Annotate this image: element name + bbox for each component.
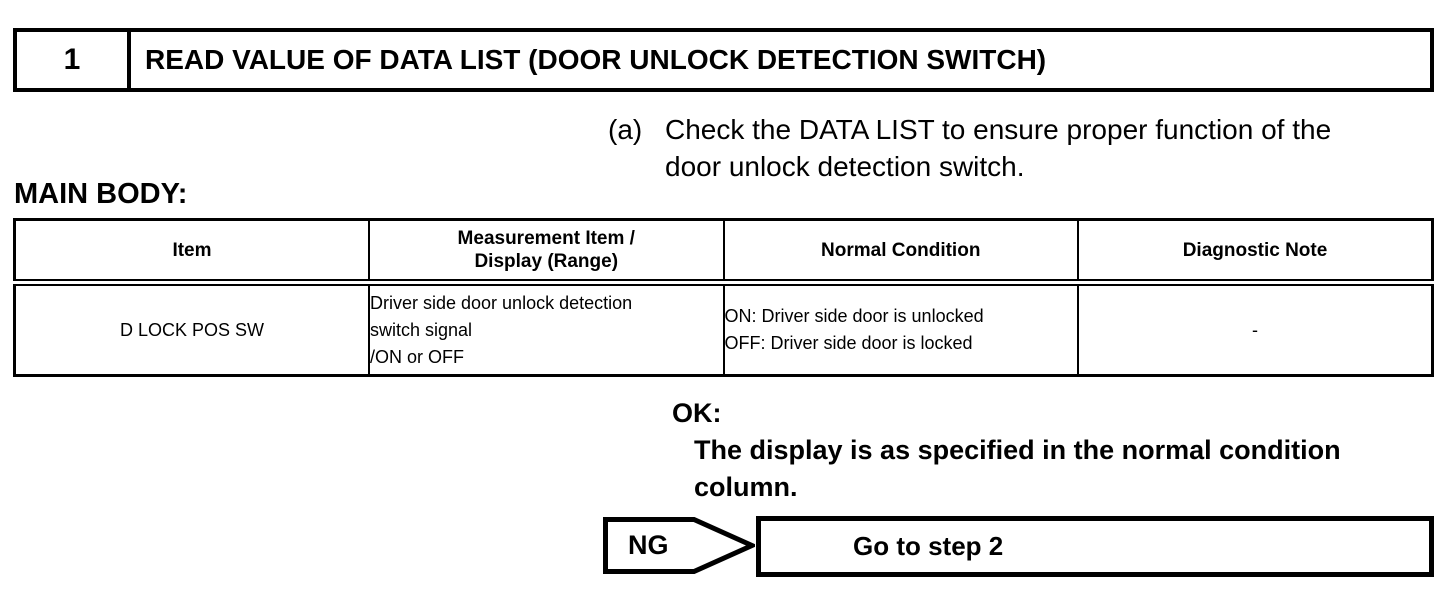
column-header-normal-condition: Normal Condition — [722, 218, 1079, 286]
ng-action-box: Go to step 2 — [756, 516, 1434, 577]
step-title: READ VALUE OF DATA LIST (DOOR UNLOCK DET… — [145, 44, 1047, 75]
ok-label: OK: — [672, 398, 722, 428]
cell-normal-condition: ON: Driver side door is unlocked OFF: Dr… — [722, 281, 1079, 377]
column-header-item: Item — [13, 218, 370, 286]
ng-label: NG — [628, 530, 669, 560]
data-list-table: Item Measurement Item / Display (Range) … — [13, 218, 1434, 377]
step-number: 1 — [17, 32, 131, 88]
instruction-marker: (a) — [608, 114, 643, 145]
instruction-item: (a) Check the DATA LIST to ensure proper… — [608, 111, 1331, 185]
cell-item: D LOCK POS SW — [13, 281, 370, 377]
column-header-diagnostic-note: Diagnostic Note — [1077, 218, 1434, 286]
column-header-measurement: Measurement Item / Display (Range) — [368, 218, 725, 286]
cell-measurement: Driver side door unlock detection switch… — [368, 281, 725, 377]
cell-diagnostic-note: - — [1077, 281, 1434, 377]
ng-action-text: Go to step 2 — [853, 531, 1004, 561]
ok-result-block: OK: The display is as specified in the n… — [672, 394, 1341, 506]
ng-result-badge: NG — [603, 517, 755, 574]
ng-arrow-icon — [603, 517, 755, 574]
section-label: MAIN BODY: — [14, 178, 188, 210]
table-header-row: Item Measurement Item / Display (Range) … — [13, 218, 1434, 286]
step-header: 1 READ VALUE OF DATA LIST (DOOR UNLOCK D… — [13, 28, 1434, 92]
table-row: D LOCK POS SW Driver side door unlock de… — [13, 281, 1434, 377]
ok-text: The display is as specified in the norma… — [694, 435, 1341, 502]
instruction-text: Check the DATA LIST to ensure proper fun… — [665, 114, 1332, 182]
